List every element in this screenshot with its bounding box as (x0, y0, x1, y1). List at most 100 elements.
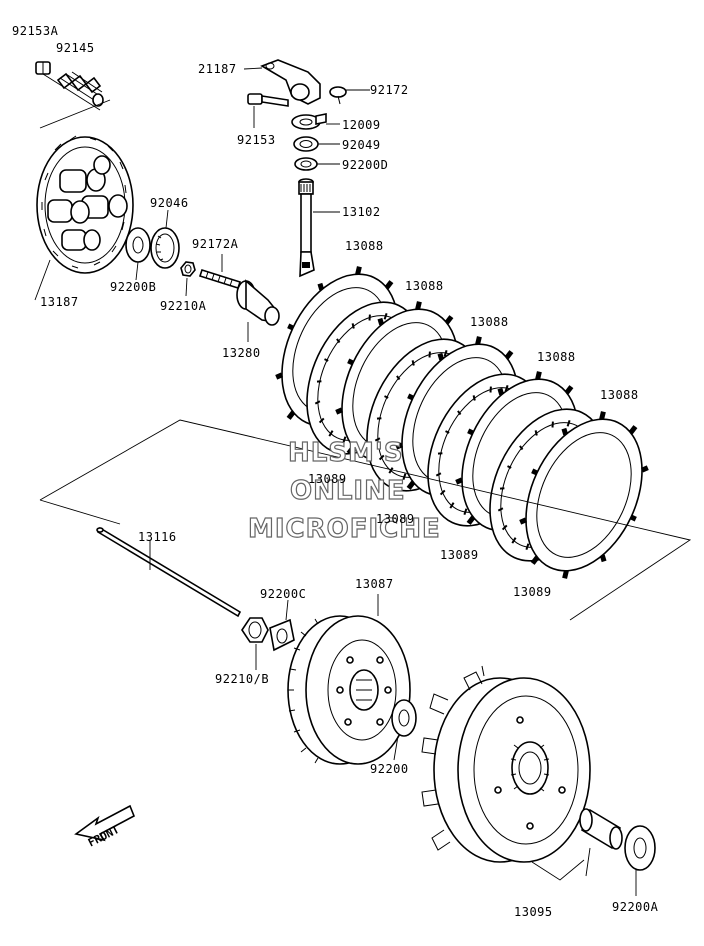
release-lever-21187 (243, 59, 321, 105)
callout-92049[interactable]: 92049 (342, 138, 381, 152)
plate-tooth (472, 395, 476, 401)
plate-tab (504, 350, 514, 360)
callout-92210A[interactable]: 92210A (160, 299, 207, 313)
watermark-line-2: ONLINE (289, 475, 406, 506)
plate-tooth (435, 472, 442, 477)
plate-tooth (318, 417, 325, 424)
callout-92145[interactable]: 92145 (56, 41, 95, 55)
clutch-housing-13095 (421, 665, 591, 881)
callout-13280[interactable]: 13280 (222, 346, 261, 360)
plate-tab (286, 410, 296, 420)
plate-tooth (374, 437, 381, 442)
washer-92200C (269, 599, 295, 652)
plate-tooth (525, 543, 530, 551)
plate-tooth (511, 537, 517, 544)
plate-tooth (445, 430, 450, 434)
callout-12009[interactable]: 12009 (342, 118, 381, 132)
callout-13088-4[interactable]: 13088 (537, 350, 576, 364)
plate-tab (466, 515, 476, 525)
plate-tooth (383, 312, 388, 320)
plate-tooth (384, 395, 389, 399)
callout-92153[interactable]: 92153 (237, 133, 276, 147)
callout-92172[interactable]: 92172 (370, 83, 409, 97)
nut-92210B (241, 617, 269, 670)
plate-tooth (497, 507, 504, 512)
screw-92172 (329, 86, 370, 105)
callout-13088-2[interactable]: 13088 (405, 279, 444, 293)
callout-13088-1[interactable]: 13088 (345, 239, 384, 253)
callout-92210B[interactable]: 92210/B (215, 672, 270, 686)
housing-sleeve (579, 808, 623, 877)
callout-21187[interactable]: 21187 (198, 62, 237, 76)
spring-92145 (56, 71, 104, 107)
callout-92200D[interactable]: 92200D (342, 158, 389, 172)
callout-92046[interactable]: 92046 (150, 196, 189, 210)
plate-tooth (314, 400, 321, 405)
plate-tab (437, 352, 445, 361)
plate-tab (415, 301, 422, 310)
plate-tooth (504, 384, 509, 392)
friction-plate (519, 411, 649, 579)
plate-tooth (402, 473, 407, 481)
plate-tab (455, 477, 463, 485)
plate-tab (467, 428, 474, 436)
callout-13088-3[interactable]: 13088 (470, 315, 509, 329)
callout-13102[interactable]: 13102 (342, 205, 381, 219)
plate-tab (535, 371, 542, 380)
callout-13116[interactable]: 13116 (138, 530, 177, 544)
plate-tab (444, 315, 454, 325)
callout-13089-1[interactable]: 13089 (308, 472, 347, 486)
plate-tooth (396, 375, 401, 381)
push-rod-13116 (96, 526, 242, 618)
callout-92172A[interactable]: 92172A (192, 237, 239, 251)
plate-tooth (411, 360, 415, 366)
plate-tooth (501, 524, 508, 531)
pressure-plate-13187 (36, 135, 134, 274)
plate-tab (475, 336, 482, 345)
callout-13088-5[interactable]: 13088 (600, 388, 639, 402)
plate-tab (335, 407, 343, 415)
plate-tooth (519, 445, 524, 451)
release-shaft-13102 (298, 178, 340, 278)
callout-92200B[interactable]: 92200B (110, 280, 157, 294)
plate-tab (317, 282, 325, 291)
plate-tab (497, 387, 505, 396)
bolt-92153 (247, 93, 289, 128)
plate-tab (346, 445, 356, 455)
clutch-hub-13087 (287, 594, 411, 765)
callout-13187[interactable]: 13187 (40, 295, 79, 309)
oil-seal-92049 (293, 136, 340, 152)
plate-tooth (388, 467, 394, 474)
bearing-92046 (150, 209, 180, 269)
plate-tab (599, 411, 606, 420)
callout-92200A[interactable]: 92200A (612, 900, 659, 914)
plate-tab (275, 372, 283, 380)
callout-13089-3[interactable]: 13089 (440, 548, 479, 562)
plate-tooth (351, 323, 355, 329)
front-arrow-icon (74, 804, 136, 842)
plate-tab (599, 554, 607, 563)
plate-tab (395, 442, 403, 450)
plate-tooth (566, 419, 571, 427)
plate-tooth (328, 430, 334, 437)
nut-92210A (180, 261, 196, 297)
plate-tab (564, 385, 574, 395)
plate-tooth (342, 436, 347, 444)
washer-92200B (125, 227, 151, 263)
plate-tab (287, 323, 294, 331)
plate-tooth (507, 465, 512, 469)
plate-tab (561, 427, 569, 436)
callout-13087[interactable]: 13087 (355, 577, 394, 591)
plate-tooth (449, 502, 455, 509)
callout-13089-4[interactable]: 13089 (513, 585, 552, 599)
callout-92200[interactable]: 92200 (370, 762, 409, 776)
callout-13089-2[interactable]: 13089 (376, 512, 415, 526)
plate-tab (531, 468, 538, 476)
callout-92153A[interactable]: 92153A (12, 24, 59, 38)
callout-13095[interactable]: 13095 (514, 905, 553, 919)
callout-92200C[interactable]: 92200C (260, 587, 307, 601)
plate-tab (384, 280, 394, 290)
plate-tab (530, 555, 540, 565)
washer-92200A (624, 825, 656, 896)
